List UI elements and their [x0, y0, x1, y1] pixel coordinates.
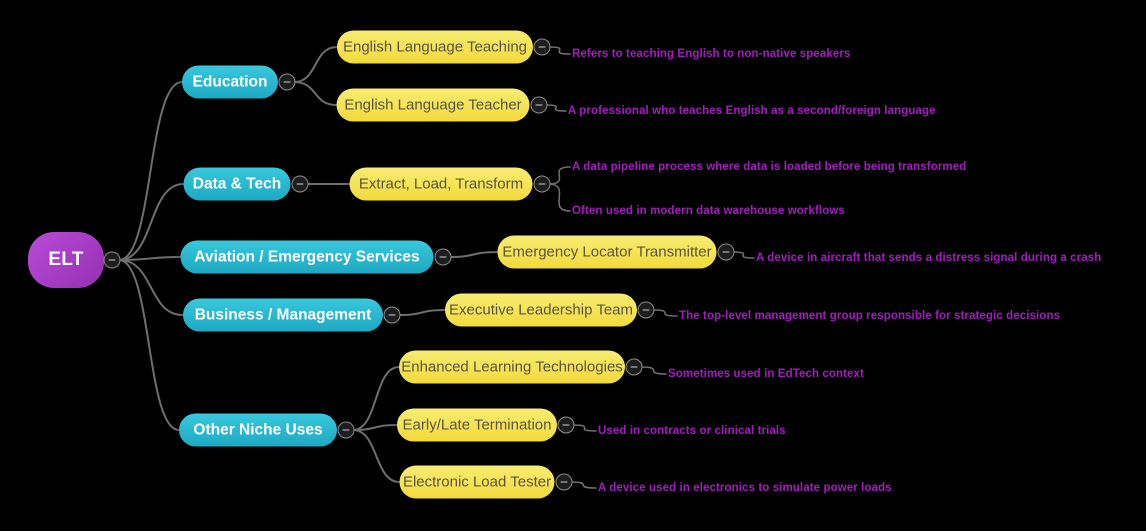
- leaf-node-extract-load-transform-label: Extract, Load, Transform: [358, 175, 524, 193]
- leaf-toggle-enhanced-learning-technologies[interactable]: [625, 358, 643, 376]
- mindmap-edge: [569, 481, 597, 489]
- mindmap-edge: [118, 81, 183, 261]
- root-toggle[interactable]: [103, 251, 121, 269]
- leaf-toggle-english-language-teaching[interactable]: [533, 38, 551, 56]
- description-text-electronic-load-tester-0: A device used in electronics to simulate…: [598, 482, 892, 494]
- leaf-toggle-early-late-termination[interactable]: [557, 416, 575, 434]
- branch-node-aviation-emergency-services[interactable]: Aviation / Emergency Services: [180, 240, 434, 274]
- mindmap-edge: [118, 183, 185, 261]
- mindmap-edge: [544, 104, 567, 112]
- mindmap-edge: [352, 366, 400, 431]
- leaf-node-electronic-load-tester-label: Electronic Load Tester: [402, 473, 552, 491]
- mindmap-edge: [293, 46, 338, 83]
- branch-toggle-business-management[interactable]: [383, 306, 401, 324]
- mindmap-edge: [547, 166, 571, 185]
- leaf-node-electronic-load-tester[interactable]: Electronic Load Tester: [399, 465, 555, 499]
- leaf-toggle-electronic-load-tester[interactable]: [555, 473, 572, 491]
- branch-node-aviation-emergency-services-label: Aviation / Emergency Services: [194, 248, 420, 265]
- description-text-english-language-teacher-0: A professional who teaches English as a …: [568, 105, 936, 117]
- description-text-english-language-teaching-0: Refers to teaching English to non-native…: [572, 48, 851, 60]
- branch-node-business-management-label: Business / Management: [194, 306, 372, 323]
- mindmap-edge: [547, 183, 571, 212]
- description-text-extract-load-transform-0: A data pipeline process where data is lo…: [572, 161, 967, 173]
- mindmap-edge: [640, 366, 667, 375]
- branch-node-other-niche-uses-label: Other Niche Uses: [193, 421, 323, 438]
- mindmap-edge: [352, 424, 398, 431]
- branch-node-data-tech-label: Data & Tech: [192, 175, 282, 192]
- branch-node-data-tech[interactable]: Data & Tech: [183, 167, 291, 201]
- description-text-enhanced-learning-technologies-0: Sometimes used in EdTech context: [668, 368, 864, 380]
- mindmap-edge: [731, 251, 755, 259]
- root-node-label: ELT: [48, 249, 84, 270]
- mindmap-edge: [652, 309, 678, 317]
- mindmap-edge: [118, 259, 184, 316]
- leaf-node-emergency-locator-transmitter[interactable]: Emergency Locator Transmitter: [497, 235, 717, 269]
- leaf-node-english-language-teacher[interactable]: English Language Teacher: [336, 88, 530, 122]
- branch-toggle-other-niche-uses[interactable]: [337, 421, 355, 439]
- leaf-toggle-extract-load-transform[interactable]: [533, 175, 550, 193]
- mindmap-edge: [352, 429, 401, 483]
- leaf-node-executive-leadership-team[interactable]: Executive Leadership Team: [445, 293, 637, 327]
- branch-node-business-management[interactable]: Business / Management: [183, 298, 383, 332]
- mindmap-edge: [293, 81, 338, 106]
- root-node[interactable]: ELT: [28, 232, 104, 288]
- leaf-node-executive-leadership-team-label: Executive Leadership Team: [449, 301, 633, 319]
- leaf-node-early-late-termination[interactable]: Early/Late Termination: [397, 408, 557, 442]
- mindmap-edge: [118, 259, 180, 431]
- leaf-node-early-late-termination-label: Early/Late Termination: [402, 416, 552, 434]
- leaf-node-english-language-teaching-label: English Language Teaching: [342, 38, 528, 56]
- branch-toggle-education[interactable]: [278, 73, 296, 91]
- mindmap-edge: [548, 46, 571, 55]
- mindmap-edge: [572, 424, 597, 432]
- leaf-toggle-emergency-locator-transmitter[interactable]: [717, 243, 734, 261]
- mindmap-edge: [398, 309, 446, 316]
- mindmap-edge: [118, 256, 182, 261]
- branch-node-education[interactable]: Education: [182, 65, 278, 99]
- leaf-node-enhanced-learning-technologies[interactable]: Enhanced Learning Technologies: [399, 350, 625, 384]
- leaf-node-enhanced-learning-technologies-label: Enhanced Learning Technologies: [401, 358, 623, 376]
- leaf-toggle-executive-leadership-team[interactable]: [637, 301, 655, 319]
- description-text-early-late-termination-0: Used in contracts or clinical trials: [598, 425, 786, 437]
- branch-node-other-niche-uses[interactable]: Other Niche Uses: [179, 413, 337, 447]
- leaf-node-extract-load-transform[interactable]: Extract, Load, Transform: [349, 167, 533, 201]
- leaf-node-english-language-teaching[interactable]: English Language Teaching: [337, 30, 533, 64]
- description-text-executive-leadership-team-0: The top-level management group responsib…: [679, 310, 1061, 322]
- mindmap-edge: [448, 251, 499, 258]
- leaf-node-emergency-locator-transmitter-label: Emergency Locator Transmitter: [502, 243, 712, 261]
- leaf-toggle-english-language-teacher[interactable]: [530, 96, 547, 114]
- leaf-node-english-language-teacher-label: English Language Teacher: [344, 96, 522, 114]
- description-text-emergency-locator-transmitter-0: A device in aircraft that sends a distre…: [756, 252, 1102, 264]
- branch-toggle-data-tech[interactable]: [291, 175, 308, 193]
- branch-node-education-label: Education: [192, 73, 268, 90]
- description-text-extract-load-transform-1: Often used in modern data warehouse work…: [572, 205, 845, 217]
- branch-toggle-aviation-emergency-services[interactable]: [434, 248, 451, 266]
